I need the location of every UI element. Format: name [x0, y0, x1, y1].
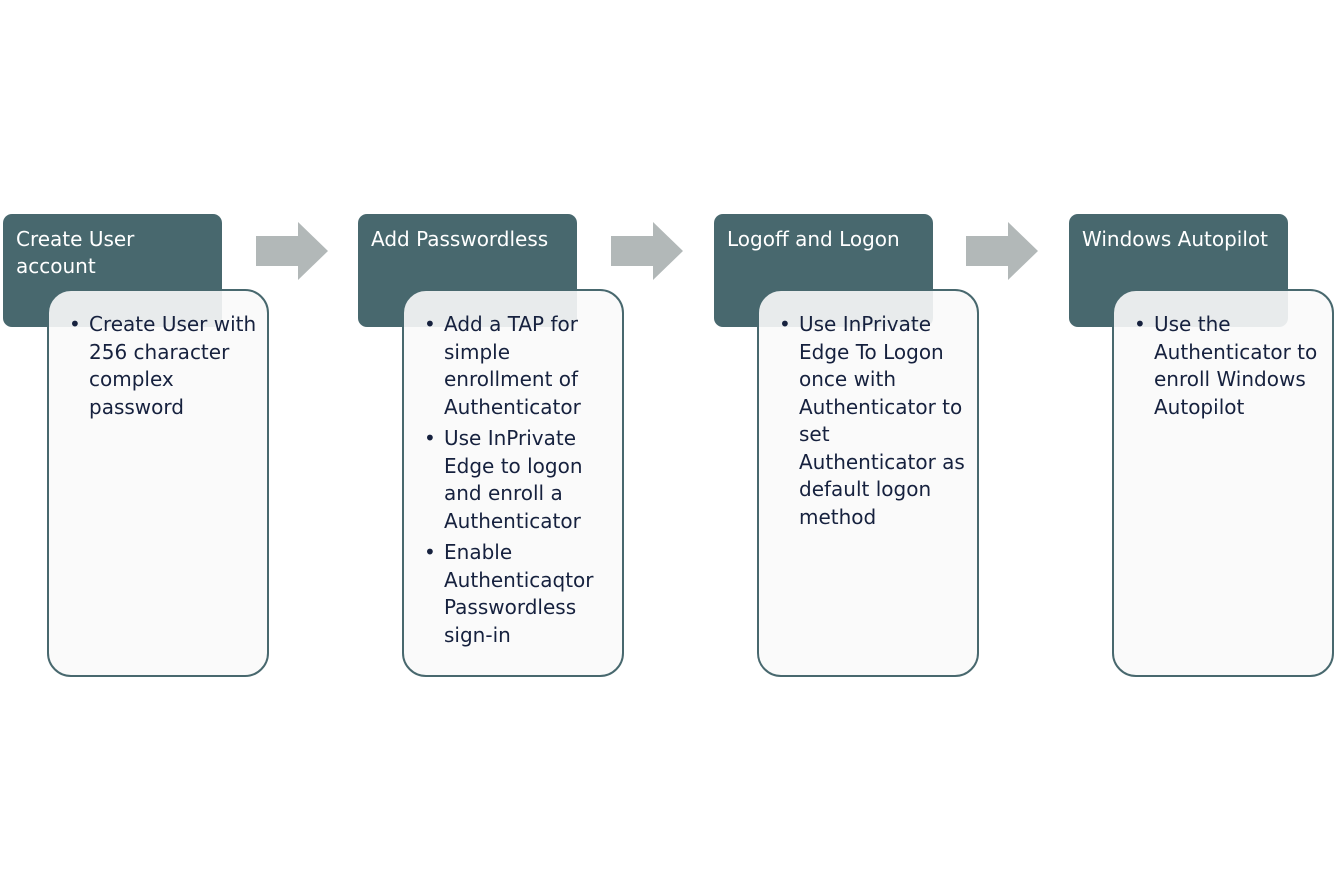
step-3-bullet-list: •Use InPrivate Edge To Logon once with A…	[777, 311, 969, 531]
bullet-icon: •	[424, 540, 436, 564]
step-2-card: •Add a TAP for simple enrollment of Auth…	[402, 289, 624, 677]
step-4-bullet-list: •Use the Authenticator to enroll Windows…	[1132, 311, 1324, 421]
bullet-icon: •	[424, 426, 436, 450]
arrow-right-icon	[611, 222, 683, 280]
step-3-card: •Use InPrivate Edge To Logon once with A…	[757, 289, 979, 677]
bullet-icon: •	[1134, 312, 1146, 336]
step-2-bullet-list: •Add a TAP for simple enrollment of Auth…	[422, 311, 614, 649]
bullet-icon: •	[779, 312, 791, 336]
step-1-bullet-1: •Create User with 256 character complex …	[69, 312, 257, 419]
step-4-bullet-1: •Use the Authenticator to enroll Windows…	[1134, 312, 1318, 419]
step-1-bullet-list: •Create User with 256 character complex …	[67, 311, 259, 421]
bullet-icon: •	[69, 312, 81, 336]
step-2-bullet-3: •Enable Authenticaqtor Passwordless sign…	[424, 540, 594, 647]
bullet-icon: •	[424, 312, 436, 336]
step-4-title: Windows Autopilot	[1082, 227, 1268, 251]
step-3-title: Logoff and Logon	[727, 227, 900, 251]
step-2-bullet-1: •Add a TAP for simple enrollment of Auth…	[424, 312, 581, 419]
step-1-title: Create User account	[16, 227, 135, 278]
arrow-right-icon	[256, 222, 328, 280]
step-4-card: •Use the Authenticator to enroll Windows…	[1112, 289, 1334, 677]
step-1-card: •Create User with 256 character complex …	[47, 289, 269, 677]
step-2-title: Add Passwordless	[371, 227, 549, 251]
step-2-bullet-2: •Use InPrivate Edge to logon and enroll …	[424, 426, 583, 533]
step-3-bullet-1: •Use InPrivate Edge To Logon once with A…	[779, 312, 965, 529]
arrow-right-icon	[966, 222, 1038, 280]
